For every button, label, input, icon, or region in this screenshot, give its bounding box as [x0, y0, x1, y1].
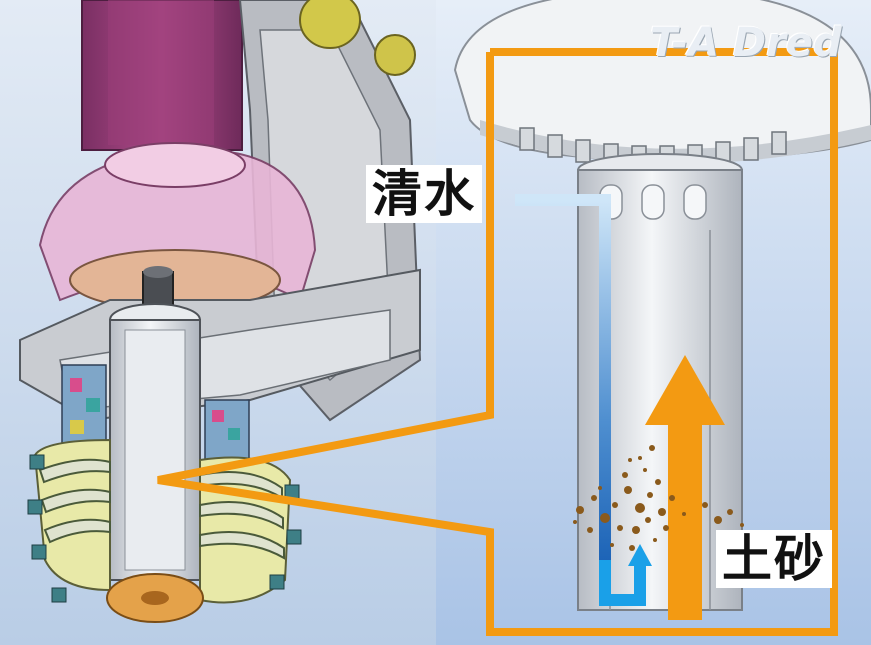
clear-water-flow-arrow — [515, 194, 652, 606]
sediment-particles — [573, 445, 744, 551]
soil-sand-label: 土砂 — [716, 530, 832, 588]
slurry-flow-arrow — [645, 355, 725, 620]
brand-watermark: T-A Dred — [650, 20, 842, 66]
clear-water-label: 清水 — [366, 165, 482, 223]
dredge-pump-cutaway — [19, 0, 422, 623]
zoom-callout-frame — [157, 48, 838, 636]
